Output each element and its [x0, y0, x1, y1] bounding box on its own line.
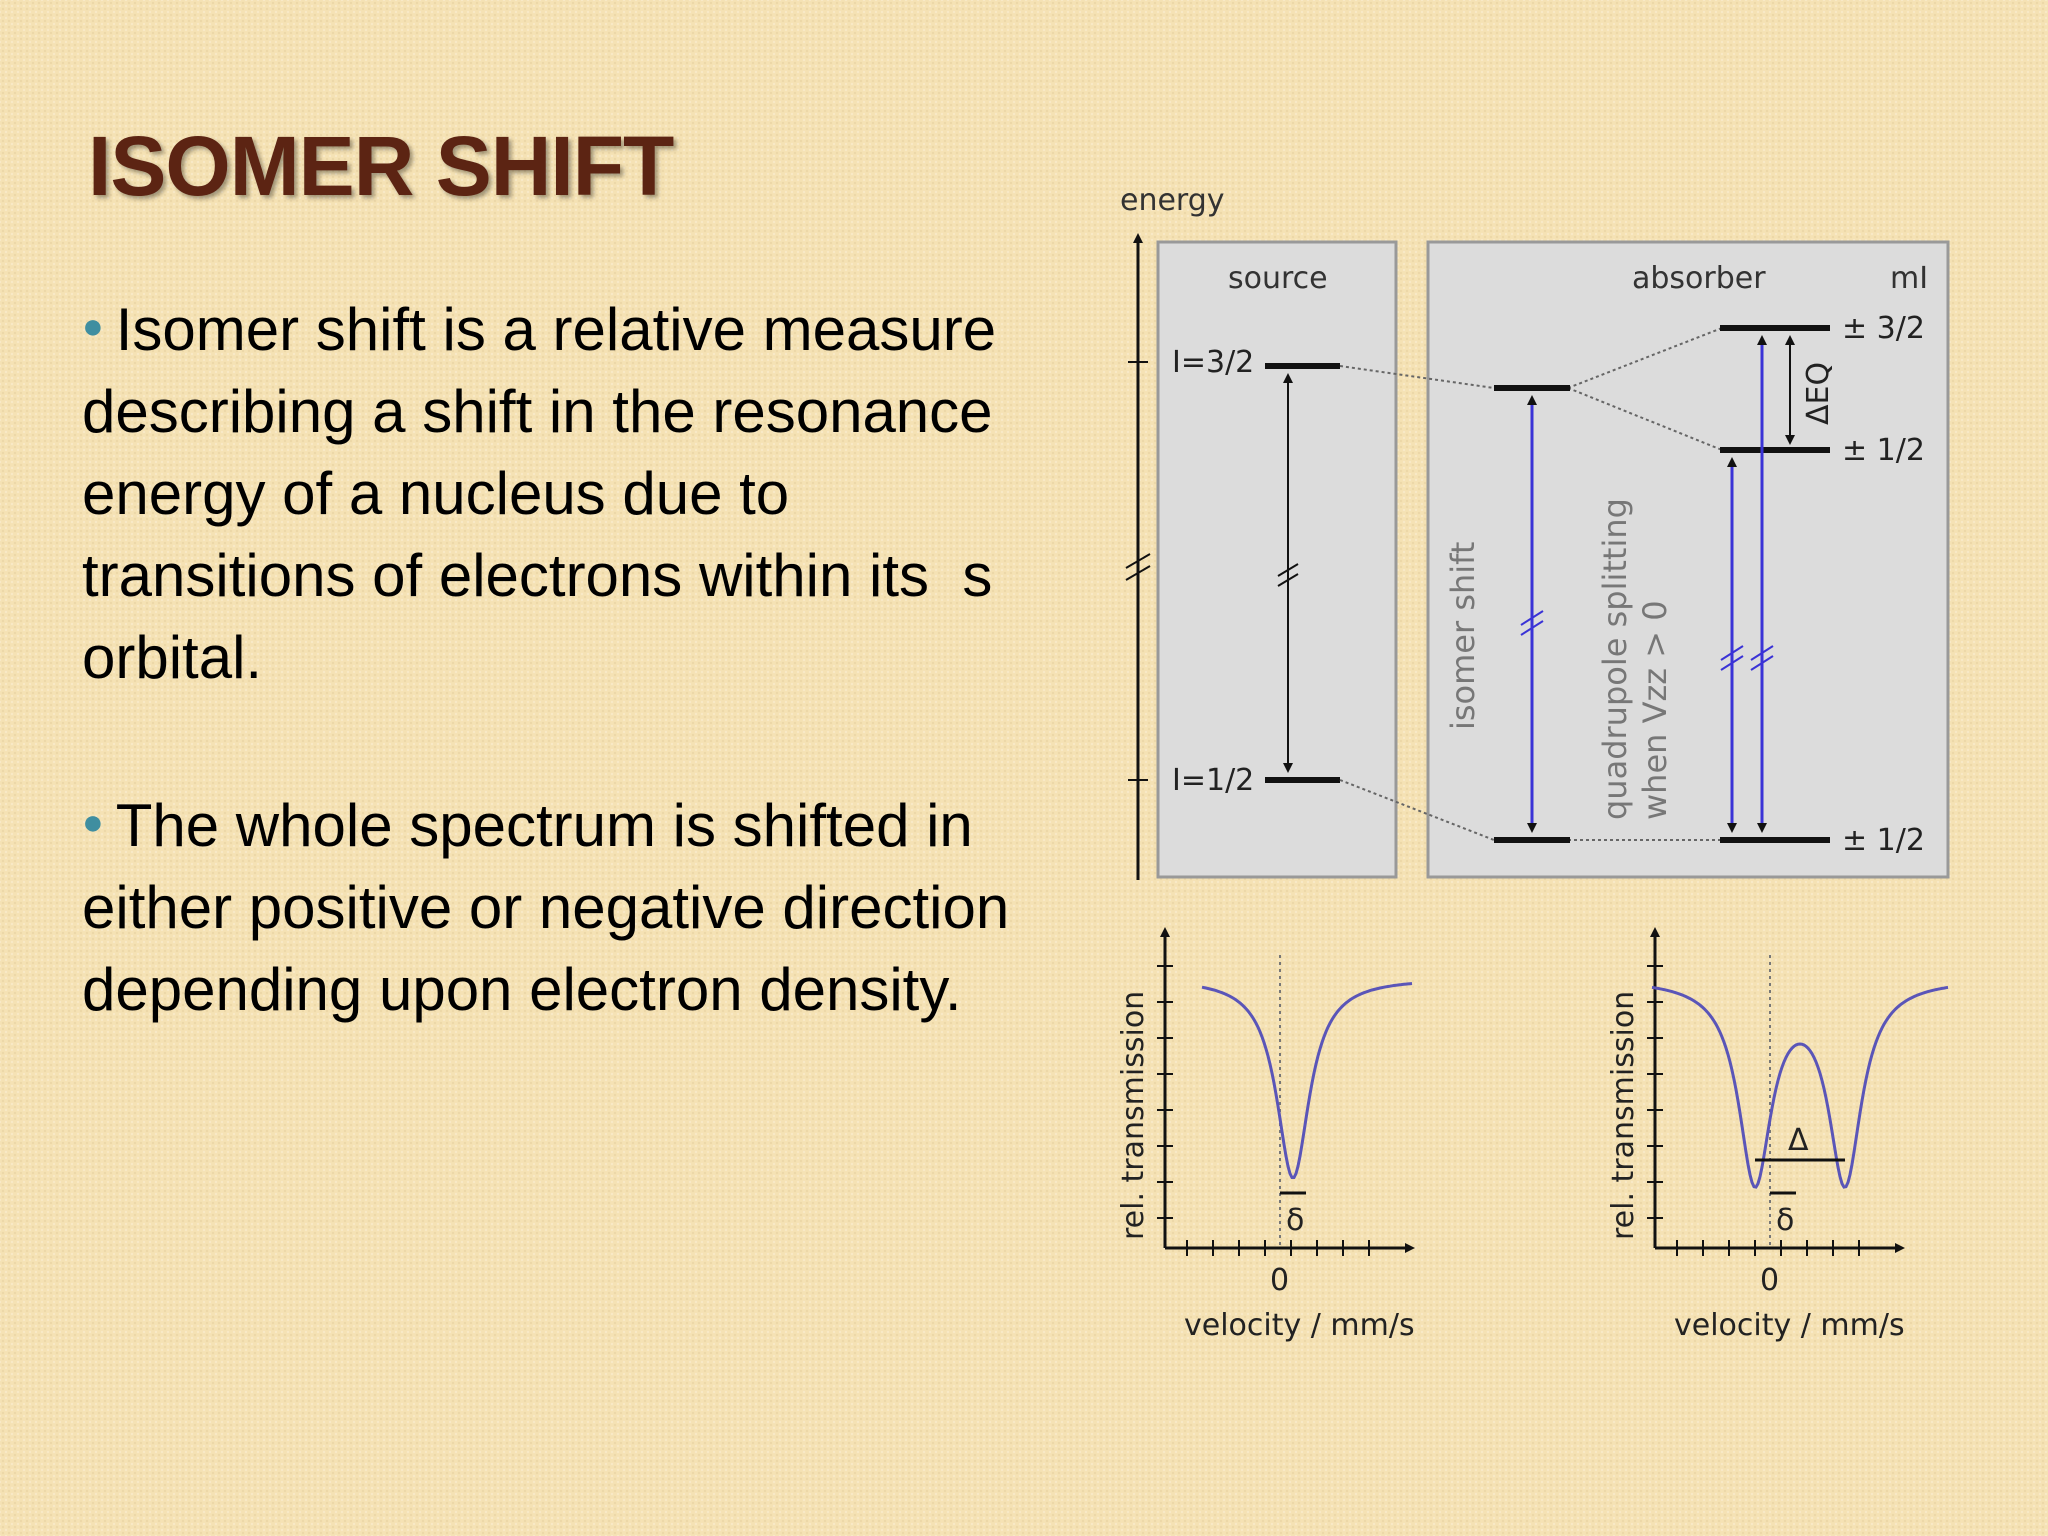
- transition-break: [1720, 655, 1744, 671]
- axis-break: [1125, 565, 1151, 581]
- level-i12-label: I=1/2: [1172, 763, 1254, 798]
- transition-break: [1520, 610, 1544, 626]
- right-delta-label: δ: [1776, 1203, 1794, 1238]
- left-spectrum: δ 0 velocity / mm/s rel. transmission: [1116, 927, 1415, 1343]
- right-spectrum-x-ticks: [1676, 1240, 1860, 1256]
- left-spectrum-x-ticks: [1186, 1240, 1370, 1256]
- delta-eq-label: ΔEQ: [1801, 362, 1836, 425]
- transition-break: [1720, 645, 1744, 661]
- absorber-label: absorber: [1632, 261, 1766, 296]
- right-spectrum-y-ticks: [1647, 965, 1663, 1219]
- source-label: source: [1228, 261, 1328, 296]
- absorber-panel: [1426, 240, 1950, 879]
- isomer-shift-diagram: energy source I=3/2 I=1/2 absorber mI ± …: [1116, 183, 1950, 1343]
- transition-break: [1520, 620, 1544, 636]
- transition-break: [1750, 645, 1774, 661]
- left-x-axis-label: velocity / mm/s: [1184, 1308, 1415, 1343]
- source-break: [1277, 573, 1299, 587]
- right-x-axis-label: velocity / mm/s: [1674, 1308, 1905, 1343]
- bullet-text: Isomer shift is a relative measure descr…: [82, 296, 1026, 691]
- correlation-line: [1567, 387, 1723, 451]
- left-spectrum-curve: [1201, 982, 1413, 1179]
- energy-axis-label: energy: [1120, 183, 1225, 218]
- quadrupole-label-2: when Vzz > 0: [1636, 600, 1674, 820]
- right-spectrum: Δ δ 0 velocity / mm/s rel. transmission: [1606, 927, 1949, 1343]
- bullet-item: ●The whole spectrum is shifted in either…: [82, 781, 1012, 1031]
- bullet-item: ●Isomer shift is a relative measure desc…: [82, 285, 1012, 699]
- bullet-dot-icon: ●: [82, 305, 104, 346]
- quadrupole-label-1: quadrupole splitting: [1596, 498, 1634, 820]
- transition-break: [1750, 655, 1774, 671]
- source-panel: [1156, 240, 1398, 879]
- right-spectrum-curve: [1651, 985, 1949, 1189]
- m12-lower-label: ± 1/2: [1842, 823, 1925, 858]
- left-delta-label: δ: [1286, 1203, 1304, 1238]
- right-y-axis-label: rel. transmission: [1606, 991, 1641, 1240]
- right-zero-label: 0: [1760, 1263, 1779, 1298]
- isomer-shift-label: isomer shift: [1444, 542, 1482, 730]
- left-spectrum-y-ticks: [1157, 965, 1173, 1219]
- mi-label: mI: [1890, 261, 1928, 296]
- level-i32-label: I=3/2: [1172, 345, 1254, 380]
- left-zero-label: 0: [1270, 1263, 1289, 1298]
- bullet-dot-icon: ●: [82, 801, 104, 842]
- left-y-axis-label: rel. transmission: [1116, 991, 1151, 1240]
- axis-break: [1125, 553, 1151, 569]
- splitting-label: Δ: [1788, 1123, 1809, 1158]
- m32-label: ± 3/2: [1842, 311, 1925, 346]
- source-break: [1277, 563, 1299, 577]
- bullet-text: The whole spectrum is shifted in either …: [82, 792, 1026, 1023]
- m12-upper-label: ± 1/2: [1842, 433, 1925, 468]
- bullet-list: ●Isomer shift is a relative measure desc…: [82, 285, 1012, 1113]
- correlation-line: [1339, 365, 1495, 389]
- slide-title: ISOMER SHIFT: [88, 119, 674, 213]
